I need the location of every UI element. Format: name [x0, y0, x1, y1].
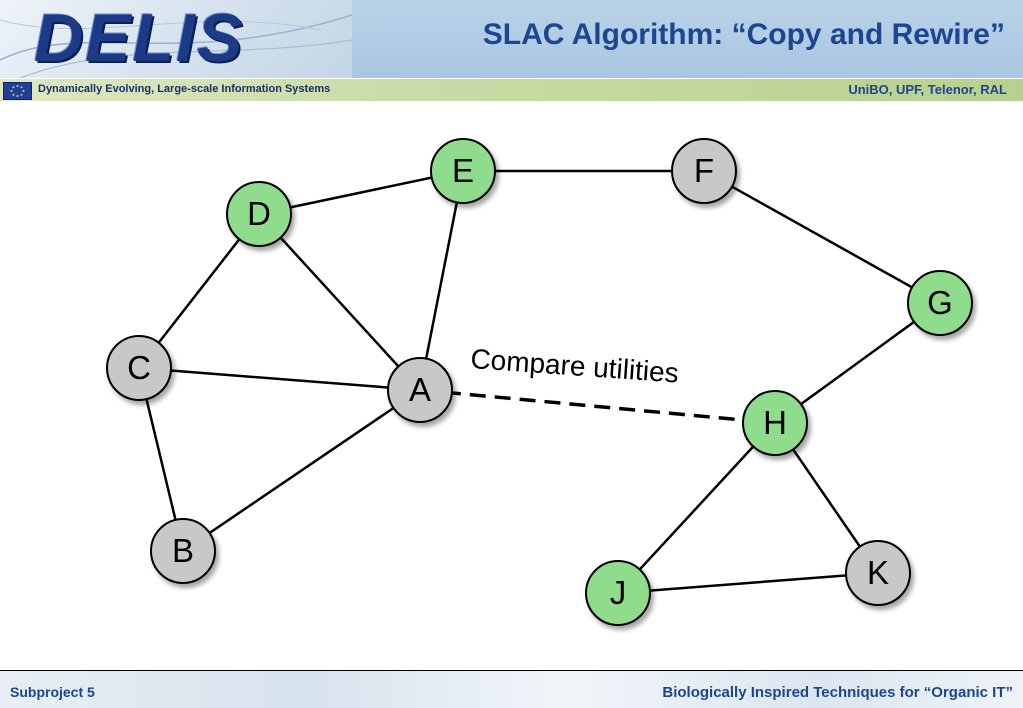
- node-label-j: J: [610, 574, 627, 611]
- node-label-h: H: [763, 404, 787, 441]
- node-circle-e: [430, 138, 496, 204]
- eu-flag-icon: [3, 82, 32, 100]
- edge-g-h: [774, 301, 941, 425]
- node-label-b: B: [172, 532, 194, 569]
- node-c: C: [106, 335, 172, 401]
- footer-divider: [0, 670, 1023, 671]
- slide-title: SLAC Algorithm: “Copy and Rewire”: [482, 18, 1005, 51]
- edge-d-e: [258, 169, 464, 216]
- node-circle-h: [742, 390, 808, 456]
- node-label-k: K: [867, 554, 889, 591]
- node-circle-c: [106, 335, 172, 401]
- edge-d-a: [258, 213, 421, 391]
- compare-utilities-annotation: Compare utilities: [470, 343, 680, 388]
- logo-wordmark: DELIS: [34, 0, 245, 76]
- node-circle-j: [585, 560, 651, 626]
- node-f: F: [671, 138, 737, 204]
- node-a: A: [387, 357, 453, 423]
- node-circle-d: [226, 181, 292, 247]
- edge-h-j: [617, 422, 776, 594]
- node-e: E: [430, 138, 496, 204]
- node-circle-k: [845, 540, 911, 606]
- edge-c-a: [138, 366, 421, 392]
- eu-stars-icon: [10, 85, 25, 97]
- node-label-e: E: [452, 152, 474, 189]
- edge-f-g: [703, 169, 941, 305]
- delis-logo: DELIS: [0, 0, 352, 78]
- partner-list: UniBO, UPF, Telenor, RAL: [848, 82, 1007, 97]
- project-tagline: Dynamically Evolving, Large-scale Inform…: [38, 83, 331, 95]
- node-label-g: G: [927, 284, 953, 321]
- network-diagram: Compare utilities A B C D E F G H J K: [106, 138, 973, 626]
- logo-swirl-decoration: [0, 14, 352, 78]
- footer-subtitle: Biologically Inspired Techniques for “Or…: [662, 684, 1013, 701]
- nodes-layer: A B C D E F G H J K: [106, 138, 973, 626]
- node-circle-a: [387, 357, 453, 423]
- node-circle-f: [671, 138, 737, 204]
- tagline-bar: Dynamically Evolving, Large-scale Inform…: [0, 78, 1023, 101]
- node-circle-g: [907, 270, 973, 336]
- node-label-d: D: [247, 195, 271, 232]
- edge-a-h: [419, 388, 776, 425]
- node-label-f: F: [694, 152, 714, 189]
- footer-subproject: Subproject 5: [10, 684, 95, 700]
- node-k: K: [845, 540, 911, 606]
- node-h: H: [742, 390, 808, 456]
- node-circle-b: [150, 518, 216, 584]
- node-b: B: [150, 518, 216, 584]
- node-label-a: A: [409, 371, 431, 408]
- node-g: G: [907, 270, 973, 336]
- footer-band: Subproject 5 Biologically Inspired Techn…: [0, 671, 1023, 708]
- node-label-c: C: [127, 349, 151, 386]
- edge-b-a: [182, 388, 421, 553]
- node-j: J: [585, 560, 651, 626]
- edge-j-k: [617, 571, 879, 595]
- edge-e-a: [418, 170, 465, 391]
- node-d: D: [226, 181, 292, 247]
